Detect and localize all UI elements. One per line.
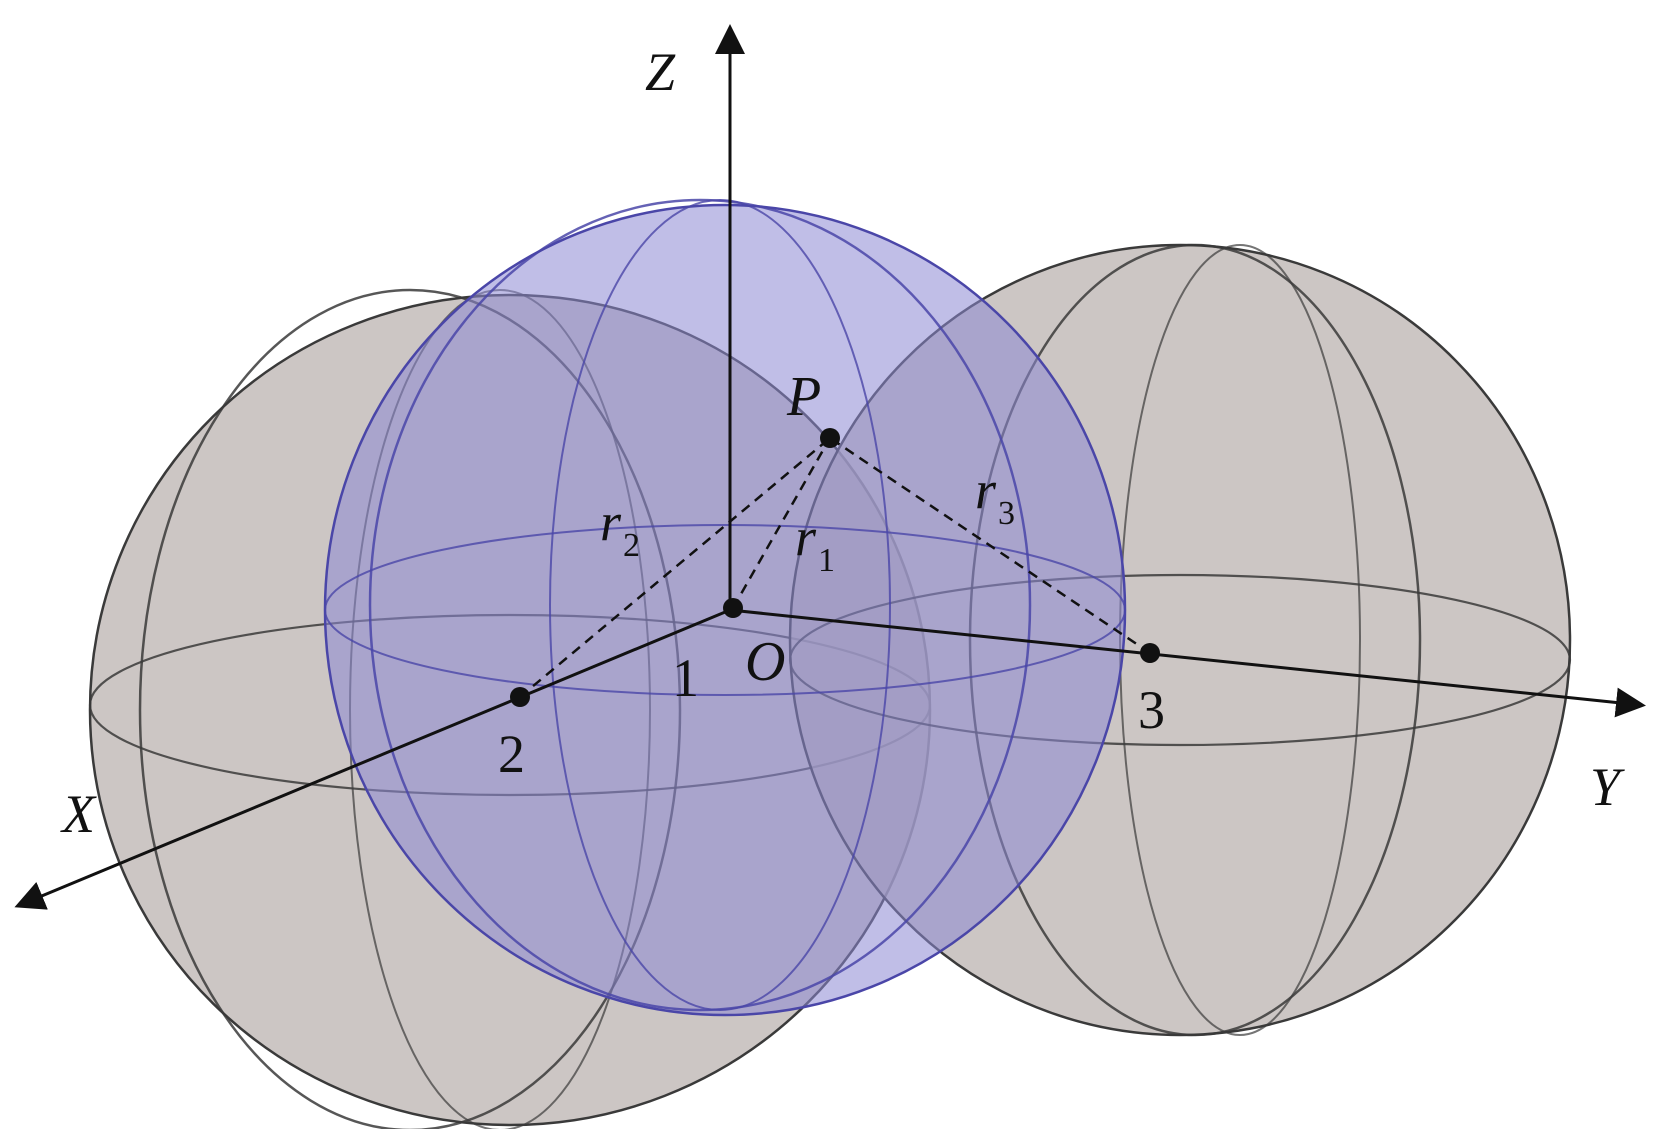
z-axis-label: Z — [645, 42, 676, 102]
point-P — [820, 428, 840, 448]
axes — [14, 24, 1646, 910]
r2-letter: r — [600, 492, 622, 552]
y-axis — [729, 608, 1646, 718]
r3-line — [829, 436, 1151, 655]
r3-index: 3 — [998, 495, 1015, 532]
points — [510, 428, 1160, 707]
point-O — [723, 598, 743, 618]
r1-letter: r — [795, 507, 817, 567]
point-3 — [1140, 643, 1160, 663]
point-2 — [510, 687, 530, 707]
center-3-label: 3 — [1138, 680, 1165, 740]
radius-lines — [519, 436, 1151, 698]
center-1-label: 1 — [672, 648, 699, 708]
r3-letter: r — [975, 460, 997, 520]
r3-label: r3 — [975, 460, 1015, 532]
r2-index: 2 — [623, 527, 640, 564]
r1-index: 1 — [818, 542, 835, 579]
r2-label: r2 — [600, 492, 640, 564]
x-axis — [14, 608, 731, 910]
r1-label: r1 — [795, 507, 835, 579]
sphere-1-meridian-inner — [549, 199, 891, 1011]
y-axis-label: Y — [1590, 757, 1625, 817]
center-2-label: 2 — [498, 724, 525, 784]
point-P-label: P — [786, 366, 821, 428]
sphere-1-meridian-outer — [368, 198, 1032, 1012]
origin-label: O — [745, 631, 785, 693]
sphere-1-equator — [324, 524, 1126, 696]
x-axis-label: X — [60, 784, 97, 844]
